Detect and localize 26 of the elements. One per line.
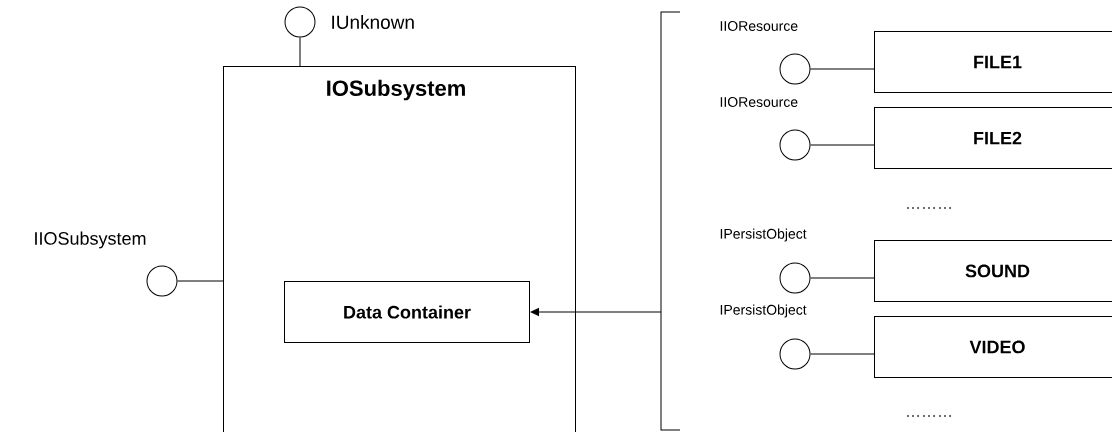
connector: [810, 68, 875, 70]
object-box: SOUND: [874, 240, 1112, 302]
connector: [810, 353, 875, 355]
interface-label: IIOResource: [720, 21, 798, 31]
interface-label: IIOResource: [720, 97, 798, 107]
object-box: FILE2: [874, 107, 1112, 169]
connector: [530, 308, 662, 316]
interface-label: IIOSubsystem: [35, 231, 146, 249]
interface-circle: [779, 262, 811, 294]
interface-label: IUnknown: [332, 15, 414, 29]
interface-circle: [779, 53, 811, 85]
ellipsis: ………: [907, 207, 951, 209]
connector: [177, 280, 224, 282]
bracket: [660, 11, 681, 431]
interface-label: IPersistObject: [720, 228, 807, 242]
object-box: VIDEO: [874, 316, 1112, 378]
component-title: IOSubsystem: [327, 79, 465, 101]
interface-label: IPersistObject: [720, 304, 807, 318]
connector: [810, 144, 875, 146]
ellipsis: ………: [907, 415, 951, 417]
connector: [299, 37, 301, 67]
interface-circle: [779, 129, 811, 161]
connector: [810, 277, 875, 279]
object-box: FILE1: [874, 31, 1112, 93]
interface-circle: [779, 338, 811, 370]
object-box: Data Container: [284, 281, 530, 343]
